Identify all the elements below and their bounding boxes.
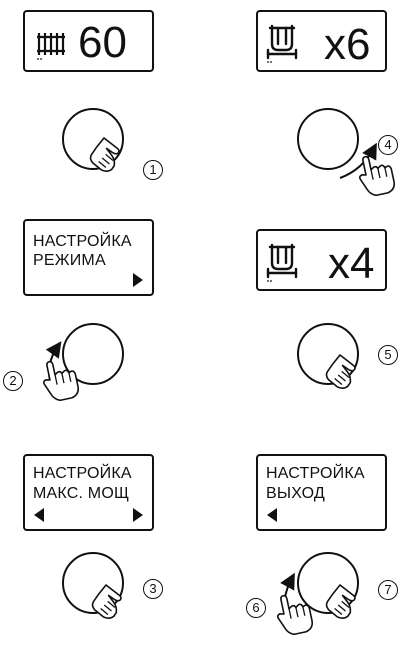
step-number-7: 7 [378,580,398,600]
knob-icon[interactable] [297,323,359,385]
knob-icon[interactable] [62,323,124,385]
heater-icon [266,24,298,63]
knob-icon[interactable] [62,552,124,614]
panel-line-1: НАСТРОЙКА [33,465,132,482]
hand-rotate-icon [38,356,81,404]
display-panel-radiator-60: 60 [23,10,154,72]
display-panel-exit-setting: НАСТРОЙКА ВЫХОД [256,454,387,531]
panel-line-1: НАСТРОЙКА [33,233,132,250]
knob-icon[interactable] [62,108,124,170]
step-number-5: 5 [378,345,398,365]
panel-line-1: НАСТРОЙКА [266,465,365,482]
arrow-left-icon [34,508,44,522]
panel-value: 60 [78,18,127,67]
step-number-6: 6 [246,598,266,618]
arrow-right-icon [133,508,143,522]
hand-rotate-icon [354,151,397,199]
rotation-arrow-icon [339,142,377,179]
panel-line-2: ВЫХОД [266,485,325,502]
hand-press-icon [88,135,122,174]
radiator-icon [37,33,65,60]
knob-icon[interactable] [297,108,359,170]
panel-value: x4 [328,239,375,288]
hand-press-icon [90,582,124,621]
step-number-2: 2 [3,371,23,391]
panel-line-2: РЕЖИМА [33,252,106,269]
step-number-4: 4 [378,135,398,155]
arrow-left-icon [267,508,277,522]
arrow-right-icon [133,273,143,287]
display-panel-heater-x6: x6 [256,10,387,72]
hand-press-icon [324,352,358,391]
panel-value: x6 [324,20,371,69]
knob-icon[interactable] [297,552,359,614]
hand-press-icon [324,582,358,621]
heater-icon [266,243,298,282]
panel-line-2: МАКС. МОЩ [33,485,130,502]
step-number-3: 3 [143,579,163,599]
hand-rotate-icon [272,590,315,638]
display-panel-heater-x4: x4 [256,229,387,291]
step-number-1: 1 [143,160,163,180]
display-panel-max-power-setting: НАСТРОЙКА МАКС. МОЩ [23,454,154,531]
display-panel-mode-setting: НАСТРОЙКА РЕЖИМА [23,219,154,296]
